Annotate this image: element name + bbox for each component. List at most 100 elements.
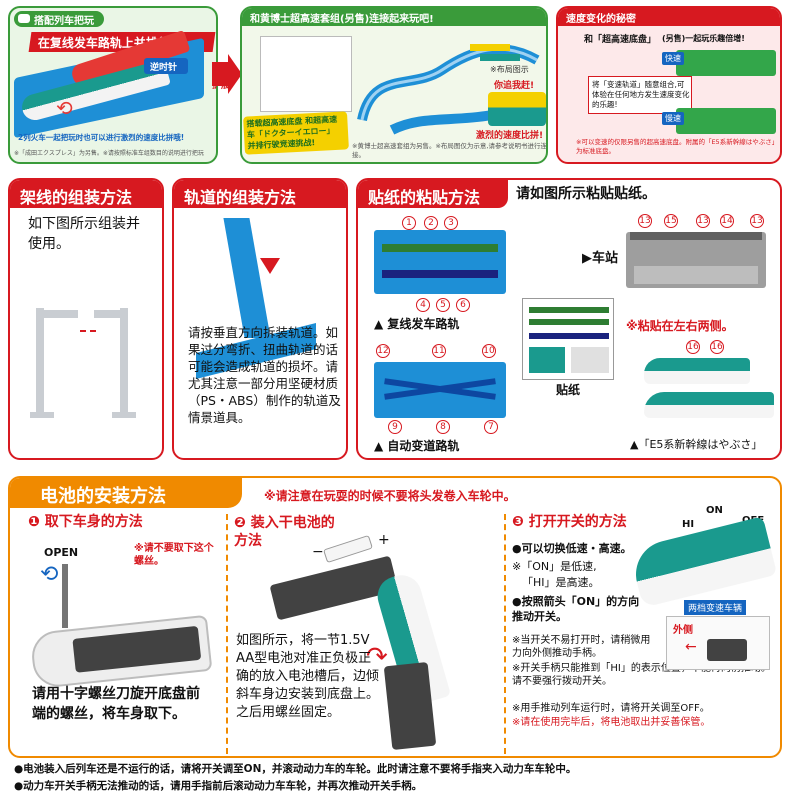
- direction-tag: 逆时针: [144, 58, 188, 74]
- footer-line2: ●动力车开关手柄无法推动的话，请用手指前后滚动动力车车轮，并再次推动开关手柄。: [14, 780, 423, 792]
- num-7: 7: [484, 420, 498, 434]
- switch-train-image: [628, 516, 778, 608]
- overlay-text: 搭载超高速底盘 和超高速车「ドクターイエロー」 并排行驶竞速挑战!: [246, 114, 338, 151]
- station-label: ▶车站: [582, 251, 618, 266]
- num-14: 14: [720, 214, 734, 228]
- step2: ❷ 装入干电池的方法 − + ↷ 如图所示，将一节1.5V AA型电池对准正负极…: [226, 514, 496, 754]
- race-photo: [488, 92, 546, 126]
- num-15: 15: [664, 214, 678, 228]
- battery-title: 电池的安装方法: [40, 486, 166, 507]
- top-middle-panel: 和黄博士超高速套组(另售)连接起来玩吧! ※布局图示 你追我赶! 搭载超高速底盘…: [240, 6, 548, 164]
- sticker-title-bar: 贴纸的粘贴方法: [358, 180, 508, 208]
- outside-arrow-icon: ←: [685, 639, 697, 655]
- step3-b2: ※「ON」是低速,: [512, 560, 597, 573]
- tilt-arrow-icon: ↷: [366, 642, 388, 672]
- train-side-lower: [644, 392, 774, 418]
- join-dash: [80, 330, 96, 332]
- frame-text: 如下图所示组装并使用。: [28, 216, 140, 252]
- screwdriver-icon: [62, 564, 68, 628]
- expand-arrow: 扩展: [212, 54, 242, 94]
- sticker-panel: 贴纸的粘贴方法 请如图所示粘贴贴纸。 1 2 3 4 5 6 ▲ 复线发车路轨 …: [356, 178, 782, 460]
- num-9: 9: [388, 420, 402, 434]
- pylon-left-arm: [36, 310, 78, 318]
- auto-track-label: ▲ 自动变道路轨: [374, 439, 460, 453]
- num-4: 4: [416, 298, 430, 312]
- layout-note: ※布局图示: [490, 65, 529, 74]
- battery-title-bar: 电池的安装方法: [10, 478, 242, 508]
- fast-label: 快速: [662, 52, 684, 65]
- double-track-label: ▲ 复线发车路轨: [374, 317, 460, 331]
- battery-warning: ※请注意在玩耍的时候不要将头发卷入车轮中。: [264, 489, 516, 503]
- sticker-instruction: 请如图所示粘贴贴纸。: [516, 186, 656, 202]
- overlay-box: 搭载超高速底盘 和超高速车「ドクターイエロー」 并排行驶竞速挑战!: [243, 111, 349, 155]
- frame-panel: 架线的组装方法 如下图所示组装并使用。: [8, 178, 164, 460]
- step3-b1: ●可以切换低速・高速。: [512, 542, 632, 555]
- step3-n3: ※用手推动列车运行时，请将开关调至OFF。: [512, 703, 710, 714]
- both-sides-note: ※粘贴在左右两侧。: [626, 319, 734, 333]
- track-piece-upper: [223, 218, 271, 338]
- change-box: 将「变速轨道」随意组合,可体验在任何地方发生速度变化的乐趣!: [588, 76, 692, 114]
- num-12: 12: [376, 344, 390, 358]
- num-3: 3: [444, 216, 458, 230]
- frame-title-bar: 架线的组装方法: [10, 180, 162, 208]
- pylon-left-base: [30, 412, 54, 418]
- middle-note: ※黄博士超高速套组为另售。※布局图仅为示意,请参考说明书进行连接。: [352, 142, 547, 159]
- pylon-right-arm: [94, 310, 128, 318]
- pylon-right: [120, 308, 128, 414]
- two-speed-label: 两档变速车辆: [684, 600, 747, 615]
- step3-title: ❸ 打开开关的方法: [512, 514, 627, 530]
- caption-box: 2列火车一起把玩时也可以进行激烈的速度比拼哦!: [16, 132, 212, 146]
- step3-b3: 「HI」是高速。: [522, 576, 600, 589]
- step2-text: 如图所示，将一节1.5V AA型电池对准正负极正确的放入电池槽后，边倾斜车身边安…: [236, 633, 380, 720]
- train-side-upper: [644, 358, 750, 384]
- step1-title: ❶ 取下车身的方法: [28, 514, 143, 530]
- outside-label: 外侧: [673, 625, 693, 636]
- num-16b: 16: [710, 340, 724, 354]
- caption: 2列火车一起把玩时也可以进行激烈的速度比拼哦!: [18, 133, 185, 142]
- step1: ❶ 取下车身的方法 OPEN ⟲ ※请不要取下这个螺丝。 请用十字螺丝刀旋开底盘…: [22, 514, 222, 754]
- step1-text: 请用十字螺丝刀旋开底盘前端的螺丝，将车身取下。: [32, 686, 200, 722]
- hi-label: HI: [682, 519, 695, 530]
- num-13a: 13: [638, 214, 652, 228]
- step3-n2: ※开关手柄只能推到「HI」的表示位置，不能再向前推动。请不要强行拨动开关。: [512, 663, 771, 687]
- sticker-sheet-label: 贴纸: [556, 383, 581, 397]
- track-title-bar: 轨道的组装方法: [174, 180, 346, 208]
- right-title-bar: 速度变化的秘密: [558, 8, 780, 26]
- expand-label: 扩展: [212, 81, 231, 91]
- step3: ❸ 打开开关的方法 ●可以切换低速・高速。 ※「ON」是低速, 「HI」是高速。…: [504, 505, 778, 754]
- pylon-left: [36, 308, 44, 414]
- middle-title-bar: 和黄博士超高速套组(另售)连接起来玩吧!: [242, 8, 546, 26]
- badge-label: 搭配列车把玩: [34, 16, 94, 27]
- yellow-train: [470, 44, 510, 51]
- right-title: 速度变化的秘密: [566, 14, 636, 25]
- step3-n4: ※请在使用完毕后，将电池取出并妥善保管。: [512, 717, 711, 728]
- frame-title: 架线的组装方法: [20, 188, 133, 207]
- direction-label: 逆时针: [150, 63, 178, 73]
- middle-title: 和黄博士超高速套组(另售)连接起来玩吧!: [250, 14, 434, 25]
- top-left-panel: 搭配列车把玩 在复线发车路轨上并排行驶! 逆时针 ⟲ 2列火车一起把玩时也可以进…: [8, 6, 218, 164]
- slow-track: [676, 108, 776, 134]
- down-arrow-icon: [260, 258, 280, 274]
- teal-train: [480, 54, 520, 61]
- footer-line1: ●电池装入后列车还是不运行的话，请将开关调至ON，并滚动动力车的车轮。此时请注意…: [14, 763, 577, 775]
- track-text: 请按垂直方向拆装轨道。如果过分弯折、扭曲轨道的话可能会造成轨道的损坏。请尤其注意…: [188, 325, 341, 425]
- train-icon: [18, 14, 30, 23]
- double-track-image: [374, 230, 506, 294]
- battery-panel: 电池的安装方法 ※请注意在玩耍的时候不要将头发卷入车轮中。 ❶ 取下车身的方法 …: [8, 476, 782, 758]
- right-line1-b: (另售)一起玩乐趣倍增!: [662, 34, 745, 43]
- badge: 搭配列车把玩: [14, 11, 104, 27]
- rotate-icon: ⟲: [40, 562, 59, 587]
- right-note: ※可以变速的仅限另售的超高速底盘。附属的「E5系新幹線はやぶさ」为标准底盘。: [576, 138, 779, 155]
- minus-label: −: [312, 544, 324, 560]
- train-name: ▲「E5系新幹線はやぶさ」: [630, 438, 763, 451]
- num-8: 8: [436, 420, 450, 434]
- track-panel: 轨道的组装方法 请按垂直方向拆装轨道。如果过分弯折、扭曲轨道的话可能会造成轨道的…: [172, 178, 348, 460]
- pylon-right-base: [112, 412, 136, 418]
- outside-detail: 外侧 ←: [666, 616, 770, 670]
- station-image: [626, 232, 766, 288]
- track-title: 轨道的组装方法: [184, 188, 297, 207]
- num-1: 1: [402, 216, 416, 230]
- on-label: ON: [706, 505, 723, 516]
- slow-label: 慢速: [662, 112, 684, 125]
- chassis-image: [29, 614, 213, 690]
